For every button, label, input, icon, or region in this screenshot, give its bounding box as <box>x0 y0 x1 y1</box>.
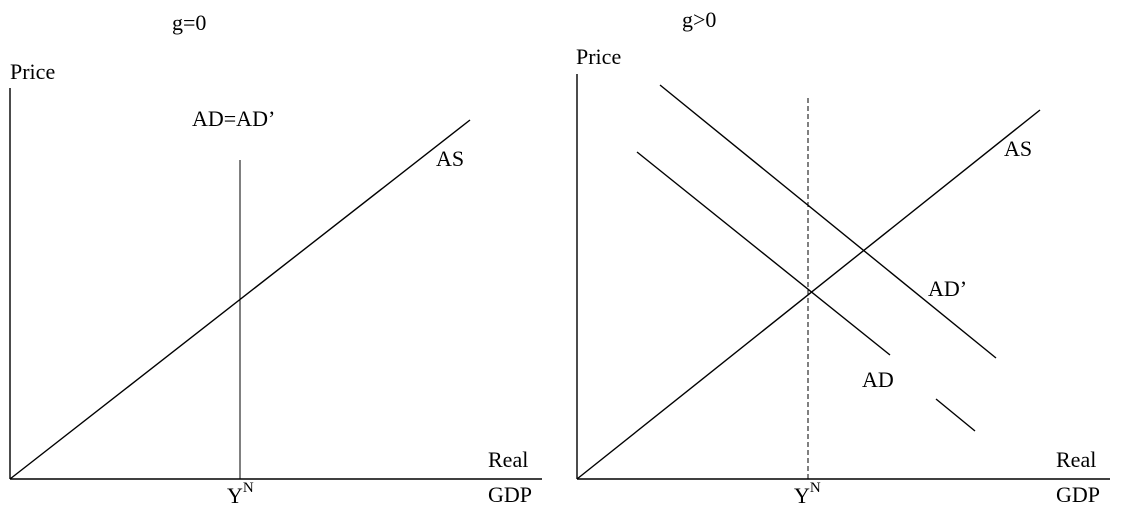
right-panel: g>0 Price AS AD’ AD Real GDP YN <box>576 7 1110 507</box>
left-yn-superscript: N <box>243 480 254 496</box>
right-ad-curve <box>636 151 891 356</box>
left-yn-base: Y <box>227 483 243 507</box>
right-ad-curve-extension <box>935 398 976 432</box>
left-panel: g=0 Price AD=AD’ AS Real GDP YN <box>9 10 542 507</box>
left-x-axis-label-gdp: GDP <box>488 482 532 507</box>
right-x-axis-label-real: Real <box>1056 447 1096 472</box>
right-x-axis-label-gdp: GDP <box>1056 482 1100 507</box>
right-ad-label: AD <box>862 367 894 392</box>
left-as-label: AS <box>436 146 464 171</box>
left-ad-label: AD=AD’ <box>192 106 275 131</box>
left-panel-title: g=0 <box>172 10 206 35</box>
right-panel-title: g>0 <box>682 7 716 32</box>
right-as-label: AS <box>1004 136 1032 161</box>
left-yn-label: YN <box>227 480 254 507</box>
left-x-axis-label-real: Real <box>488 447 528 472</box>
left-y-axis-label: Price <box>10 59 55 84</box>
right-y-axis-label: Price <box>576 44 621 69</box>
right-ad-prime-curve <box>659 84 997 359</box>
right-yn-superscript: N <box>810 480 821 496</box>
right-yn-base: Y <box>794 483 810 507</box>
right-ad-prime-label: AD’ <box>928 276 967 301</box>
right-yn-label: YN <box>794 480 821 507</box>
